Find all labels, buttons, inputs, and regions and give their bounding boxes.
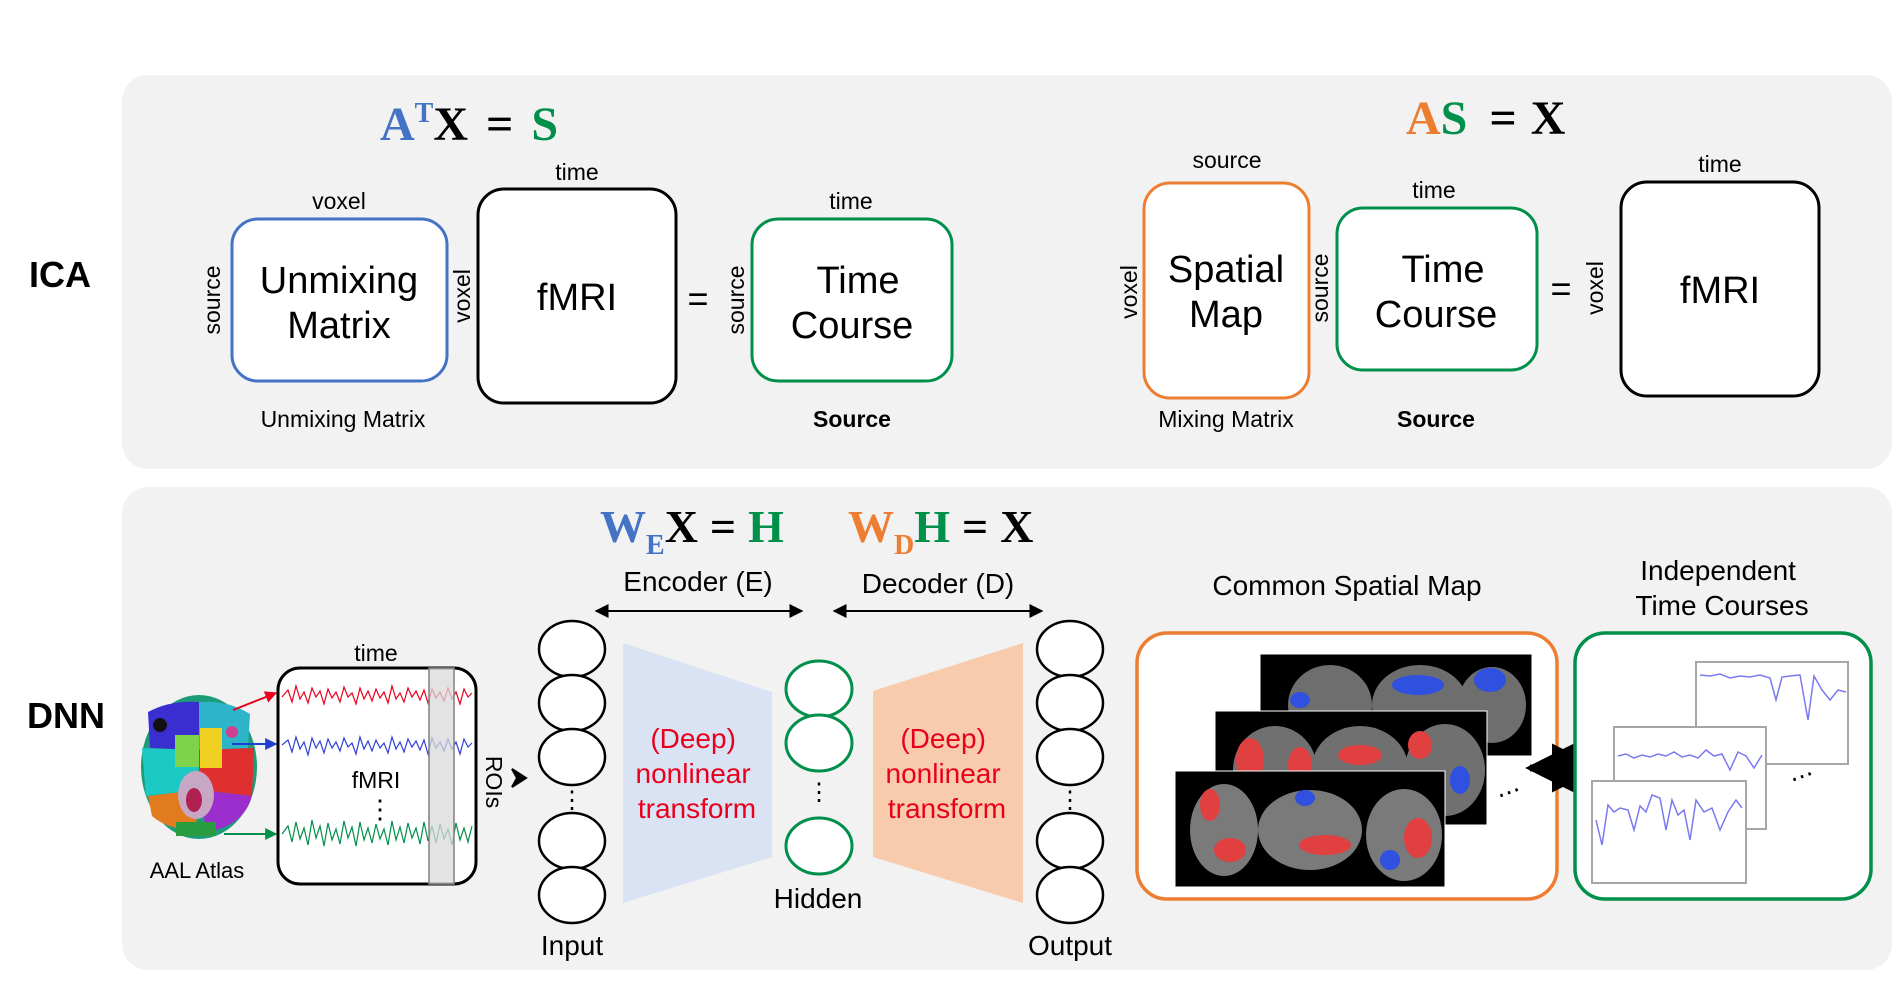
rois-label: ROIs	[481, 756, 507, 808]
svg-text:Time: Time	[1401, 249, 1484, 291]
fmri-block-right: fMRI time voxel	[1582, 151, 1821, 398]
hidden-label: Hidden	[774, 883, 863, 914]
decoder-transform-text: (Deep) nonlinear transform	[886, 723, 1009, 824]
equals-sign-right: =	[1550, 268, 1571, 309]
encoder-transform-text: (Deep) nonlinear transform	[636, 723, 759, 824]
axis-label-side: source	[723, 265, 749, 334]
fmri-block-left: fMRI time voxel	[449, 159, 678, 405]
decoder-label: Decoder (D)	[862, 568, 1014, 599]
axis-label-top: voxel	[312, 188, 366, 214]
svg-text:Time: Time	[816, 260, 899, 302]
axis-label-side: voxel	[449, 269, 475, 323]
row-label-dnn: DNN	[27, 695, 105, 736]
svg-text:Unmixing: Unmixing	[260, 260, 418, 302]
time-course-block-right: Time Course time source Source	[1307, 177, 1539, 432]
svg-text:Course: Course	[1375, 294, 1498, 336]
encoder-label: Encoder (E)	[623, 566, 772, 597]
aal-atlas-brain-image	[141, 695, 257, 839]
axis-label-top: time	[829, 188, 872, 214]
layer-dots: ⋮	[1058, 787, 1082, 814]
axis-label-top: time	[1412, 177, 1455, 203]
axis-label-side: source	[1307, 253, 1333, 322]
spatial-map-title: Common Spatial Map	[1212, 570, 1481, 601]
svg-text:Matrix: Matrix	[287, 305, 390, 347]
layer-dots: ⋮	[560, 787, 584, 814]
block-caption: Source	[813, 406, 891, 432]
equals-sign-left: =	[687, 278, 708, 319]
encoder-trapezoid	[623, 643, 772, 903]
time-course-plot-front	[1591, 780, 1747, 884]
svg-text:Spatial: Spatial	[1168, 249, 1284, 291]
svg-text:fMRI: fMRI	[537, 277, 617, 319]
svg-text:Map: Map	[1189, 294, 1263, 336]
layer-dots: ⋮	[807, 779, 831, 806]
input-layer: ⋮	[537, 619, 607, 925]
input-label: Input	[541, 930, 603, 961]
axis-label-side: source	[199, 265, 225, 334]
axis-label-top: time	[555, 159, 598, 185]
atlas-caption: AAL Atlas	[150, 858, 245, 883]
dnn-equation-encoder: WEX=H	[600, 501, 784, 561]
output-layer: ⋮	[1035, 619, 1105, 925]
brain-slice-image-front	[1174, 770, 1446, 888]
block-caption: Mixing Matrix	[1158, 406, 1294, 432]
time-course-block-left: Time Course time source Source	[723, 188, 954, 432]
block-caption: Unmixing Matrix	[261, 406, 426, 432]
axis-label-side: voxel	[1582, 261, 1608, 315]
axis-label-top: source	[1192, 147, 1261, 173]
block-caption: Source	[1397, 406, 1475, 432]
roi-signals-box	[276, 666, 478, 886]
axis-label-top: time	[1698, 151, 1741, 177]
svg-text:Course: Course	[791, 305, 914, 347]
spatial-map-block: Spatial Map source voxel Mixing Matrix	[1116, 147, 1311, 432]
ica-equation-unmixing: ATX=S	[380, 98, 558, 151]
signals-fmri-label: fMRI	[352, 767, 401, 793]
time-courses-title: Independent Time Courses	[1635, 555, 1808, 621]
time-window-highlight	[428, 667, 455, 885]
row-label-ica: ICA	[29, 254, 91, 295]
axis-label-side: voxel	[1116, 265, 1142, 319]
dnn-equation-decoder: WDH=X	[848, 501, 1033, 561]
ica-equation-mixing: AS=X	[1406, 92, 1566, 145]
unmixing-matrix-block: Unmixing Matrix voxel source Unmixing Ma…	[199, 188, 449, 432]
decoder-trapezoid	[873, 643, 1023, 903]
output-label: Output	[1028, 930, 1112, 961]
rois-chevron-icon	[511, 768, 528, 788]
signals-time-label: time	[354, 640, 397, 666]
roi-arrow-red	[232, 691, 278, 711]
signals-vertical-dots: ⋮	[367, 794, 393, 824]
hidden-layer: ⋮	[784, 659, 854, 876]
svg-text:fMRI: fMRI	[1680, 270, 1760, 312]
